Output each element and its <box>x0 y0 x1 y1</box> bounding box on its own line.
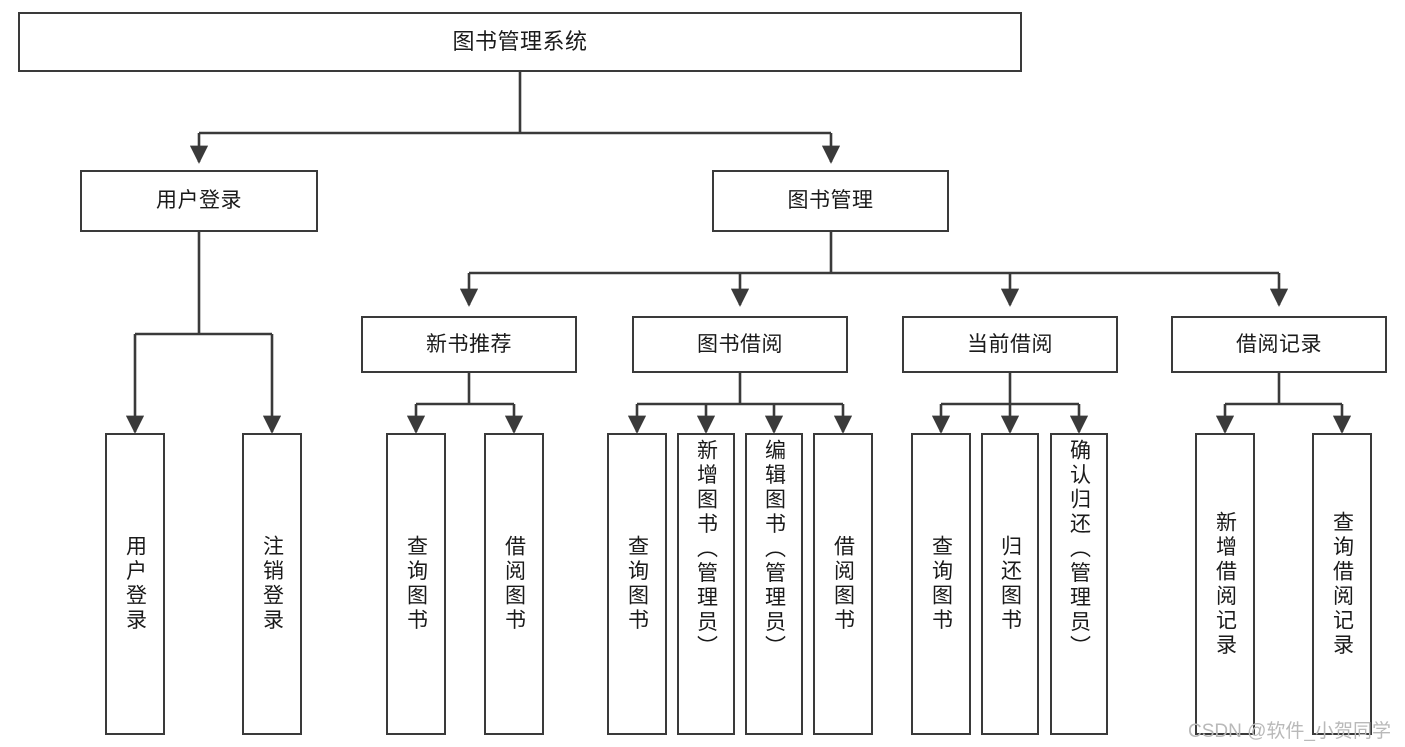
node-label: 图书管理 <box>787 189 874 213</box>
node-label: 借阅图书 <box>502 535 526 633</box>
node-label: 注销登录 <box>260 535 284 633</box>
csdn-watermark: CSDN @软件_小贺同学 <box>1188 721 1391 742</box>
leaf-borrow-book-2[interactable]: 借阅图书 <box>813 433 873 735</box>
node-label: 归还图书 <box>998 535 1022 633</box>
node-user-login[interactable]: 用户登录 <box>80 170 318 232</box>
node-root-book-management-system[interactable]: 图书管理系统 <box>18 12 1022 72</box>
node-label: 新增借阅记录 <box>1213 510 1237 658</box>
leaf-add-borrow-record[interactable]: 新增借阅记录 <box>1195 433 1255 735</box>
leaf-logout[interactable]: 注销登录 <box>242 433 302 735</box>
node-label: 图书管理系统 <box>452 28 588 54</box>
node-label: 新增图书（管理员） <box>694 439 718 660</box>
leaf-add-book-admin[interactable]: 新增图书（管理员） <box>677 433 735 735</box>
leaf-confirm-return-admin[interactable]: 确认归还（管理员） <box>1050 433 1108 735</box>
node-label: 用户登录 <box>156 189 242 213</box>
leaf-user-login[interactable]: 用户登录 <box>105 433 165 735</box>
leaf-query-book-1[interactable]: 查询图书 <box>386 433 446 735</box>
node-label: 查询图书 <box>404 535 428 633</box>
leaf-borrow-book-1[interactable]: 借阅图书 <box>484 433 544 735</box>
node-label: 新书推荐 <box>426 332 512 356</box>
node-book-management[interactable]: 图书管理 <box>712 170 949 232</box>
node-new-book-recommendation[interactable]: 新书推荐 <box>361 316 577 373</box>
node-label: 查询借阅记录 <box>1330 510 1354 658</box>
node-book-borrowing[interactable]: 图书借阅 <box>632 316 848 373</box>
leaf-query-borrow-record[interactable]: 查询借阅记录 <box>1312 433 1372 735</box>
node-label: 借阅记录 <box>1236 332 1322 356</box>
node-label: 确认归还（管理员） <box>1067 439 1091 660</box>
node-borrowing-record[interactable]: 借阅记录 <box>1171 316 1387 373</box>
node-current-borrowing[interactable]: 当前借阅 <box>902 316 1118 373</box>
node-label: 图书借阅 <box>697 332 783 356</box>
node-label: 查询图书 <box>625 535 649 633</box>
node-label: 编辑图书（管理员） <box>762 439 786 660</box>
leaf-query-book-3[interactable]: 查询图书 <box>911 433 971 735</box>
node-label: 查询图书 <box>929 535 953 633</box>
node-label: 用户登录 <box>123 535 147 633</box>
leaf-query-book-2[interactable]: 查询图书 <box>607 433 667 735</box>
node-label: 当前借阅 <box>967 332 1053 356</box>
node-label: 借阅图书 <box>831 535 855 633</box>
leaf-edit-book-admin[interactable]: 编辑图书（管理员） <box>745 433 803 735</box>
leaf-return-book[interactable]: 归还图书 <box>981 433 1039 735</box>
